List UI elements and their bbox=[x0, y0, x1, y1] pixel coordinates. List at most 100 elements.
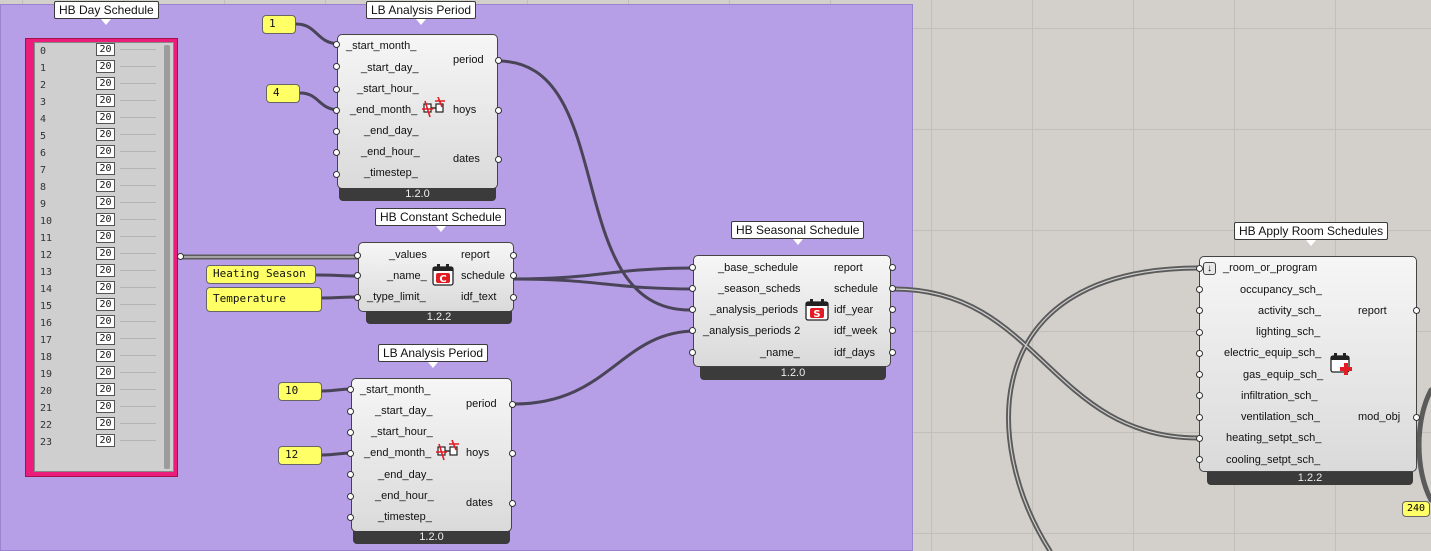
hour-value[interactable]: 20 bbox=[96, 94, 115, 107]
output-port[interactable] bbox=[889, 264, 896, 271]
day-schedule-component[interactable]: 0 20 1 20 2 20 3 20 4 20 5 20 6 20 7 20 … bbox=[25, 38, 178, 477]
input-port[interactable] bbox=[1196, 286, 1203, 293]
input-label: cooling_setpt_sch_ bbox=[1226, 454, 1321, 466]
hour-label: 9 bbox=[40, 199, 47, 210]
input-label: _end_month_ bbox=[350, 104, 418, 116]
input-port[interactable] bbox=[1196, 265, 1203, 272]
number-panel[interactable]: 240 bbox=[1402, 501, 1431, 517]
hour-value[interactable]: 20 bbox=[96, 60, 115, 73]
hour-value[interactable]: 20 bbox=[96, 400, 115, 413]
input-port[interactable] bbox=[347, 450, 354, 457]
hour-value[interactable]: 20 bbox=[96, 213, 115, 226]
input-port[interactable] bbox=[347, 386, 354, 393]
output-port[interactable] bbox=[889, 285, 896, 292]
input-port[interactable] bbox=[689, 349, 696, 356]
number-panel[interactable]: 1 bbox=[262, 15, 296, 34]
input-port[interactable] bbox=[1196, 392, 1203, 399]
analysis-period-component[interactable] bbox=[351, 378, 512, 532]
apply-room-schedules-component[interactable] bbox=[1199, 256, 1417, 472]
hour-value[interactable]: 20 bbox=[96, 111, 115, 124]
input-port[interactable] bbox=[347, 514, 354, 521]
output-port[interactable] bbox=[889, 327, 896, 334]
wire bbox=[512, 277, 698, 291]
hour-value[interactable]: 20 bbox=[96, 247, 115, 260]
hour-value[interactable]: 20 bbox=[96, 417, 115, 430]
hour-value[interactable]: 20 bbox=[96, 196, 115, 209]
input-label: gas_equip_sch_ bbox=[1243, 369, 1324, 381]
input-port[interactable] bbox=[1196, 414, 1203, 421]
output-port[interactable] bbox=[510, 294, 517, 301]
output-port[interactable] bbox=[889, 349, 896, 356]
text-panel-temperature[interactable]: Temperature bbox=[206, 287, 322, 312]
number-panel[interactable]: 12 bbox=[278, 446, 322, 465]
output-port[interactable] bbox=[889, 306, 896, 313]
input-port[interactable] bbox=[689, 285, 696, 292]
hour-value[interactable]: 20 bbox=[96, 145, 115, 158]
input-port[interactable] bbox=[333, 128, 340, 135]
hour-value[interactable]: 20 bbox=[96, 383, 115, 396]
hour-value[interactable]: 20 bbox=[96, 281, 115, 294]
input-label: _analysis_periods bbox=[710, 304, 799, 316]
input-port[interactable] bbox=[333, 171, 340, 178]
hour-value[interactable]: 20 bbox=[96, 77, 115, 90]
input-port[interactable] bbox=[333, 149, 340, 156]
input-port[interactable] bbox=[347, 493, 354, 500]
arrow-down-icon[interactable]: ↓ bbox=[1203, 262, 1216, 275]
hour-value[interactable]: 20 bbox=[96, 434, 115, 447]
constant-schedule-icon: C bbox=[432, 264, 454, 286]
output-port[interactable] bbox=[495, 156, 502, 163]
text-panel-heating-season[interactable]: Heating Season bbox=[206, 265, 316, 284]
number-panel[interactable]: 10 bbox=[278, 382, 322, 401]
input-port[interactable] bbox=[347, 408, 354, 415]
input-label: occupancy_sch_ bbox=[1240, 284, 1322, 296]
hour-value[interactable]: 20 bbox=[96, 298, 115, 311]
input-port[interactable] bbox=[354, 252, 361, 259]
input-port[interactable] bbox=[1196, 350, 1203, 357]
input-port[interactable] bbox=[1196, 435, 1203, 442]
input-port[interactable] bbox=[689, 264, 696, 271]
hour-value[interactable]: 20 bbox=[96, 162, 115, 175]
svg-text:C: C bbox=[439, 274, 446, 285]
output-port[interactable] bbox=[1413, 307, 1420, 314]
day-schedule-output-port[interactable] bbox=[177, 253, 184, 260]
input-port[interactable] bbox=[354, 294, 361, 301]
scroll-bar[interactable] bbox=[164, 45, 170, 469]
output-port[interactable] bbox=[495, 57, 502, 64]
analysis-period-component[interactable] bbox=[337, 34, 498, 189]
hour-value[interactable]: 20 bbox=[96, 230, 115, 243]
input-port[interactable] bbox=[1196, 371, 1203, 378]
output-port[interactable] bbox=[510, 272, 517, 279]
input-port[interactable] bbox=[333, 63, 340, 70]
input-label: infiltration_sch_ bbox=[1241, 390, 1318, 402]
output-label: report bbox=[834, 262, 863, 274]
output-port[interactable] bbox=[509, 450, 516, 457]
input-port[interactable] bbox=[333, 107, 340, 114]
input-port[interactable] bbox=[354, 272, 361, 279]
hour-value[interactable]: 20 bbox=[96, 179, 115, 192]
input-port[interactable] bbox=[1196, 329, 1203, 336]
hour-value[interactable]: 20 bbox=[96, 366, 115, 379]
input-port[interactable] bbox=[347, 429, 354, 436]
hour-value[interactable]: 20 bbox=[96, 349, 115, 362]
input-port[interactable] bbox=[689, 306, 696, 313]
input-port[interactable] bbox=[333, 41, 340, 48]
output-port[interactable] bbox=[510, 252, 517, 259]
hour-value[interactable]: 20 bbox=[96, 315, 115, 328]
number-panel[interactable]: 4 bbox=[266, 84, 300, 103]
output-label: idf_week bbox=[834, 325, 878, 337]
hour-label: 11 bbox=[40, 233, 53, 244]
seasonal-schedule-component[interactable] bbox=[693, 255, 891, 367]
input-port[interactable] bbox=[333, 86, 340, 93]
hour-value[interactable]: 20 bbox=[96, 332, 115, 345]
output-port[interactable] bbox=[509, 401, 516, 408]
hour-value[interactable]: 20 bbox=[96, 43, 115, 56]
hour-value[interactable]: 20 bbox=[96, 128, 115, 141]
input-port[interactable] bbox=[1196, 307, 1203, 314]
output-port[interactable] bbox=[509, 500, 516, 507]
input-port[interactable] bbox=[1196, 456, 1203, 463]
output-port[interactable] bbox=[495, 107, 502, 114]
output-port[interactable] bbox=[1413, 414, 1420, 421]
hour-value[interactable]: 20 bbox=[96, 264, 115, 277]
input-port[interactable] bbox=[347, 471, 354, 478]
input-port[interactable] bbox=[689, 327, 696, 334]
